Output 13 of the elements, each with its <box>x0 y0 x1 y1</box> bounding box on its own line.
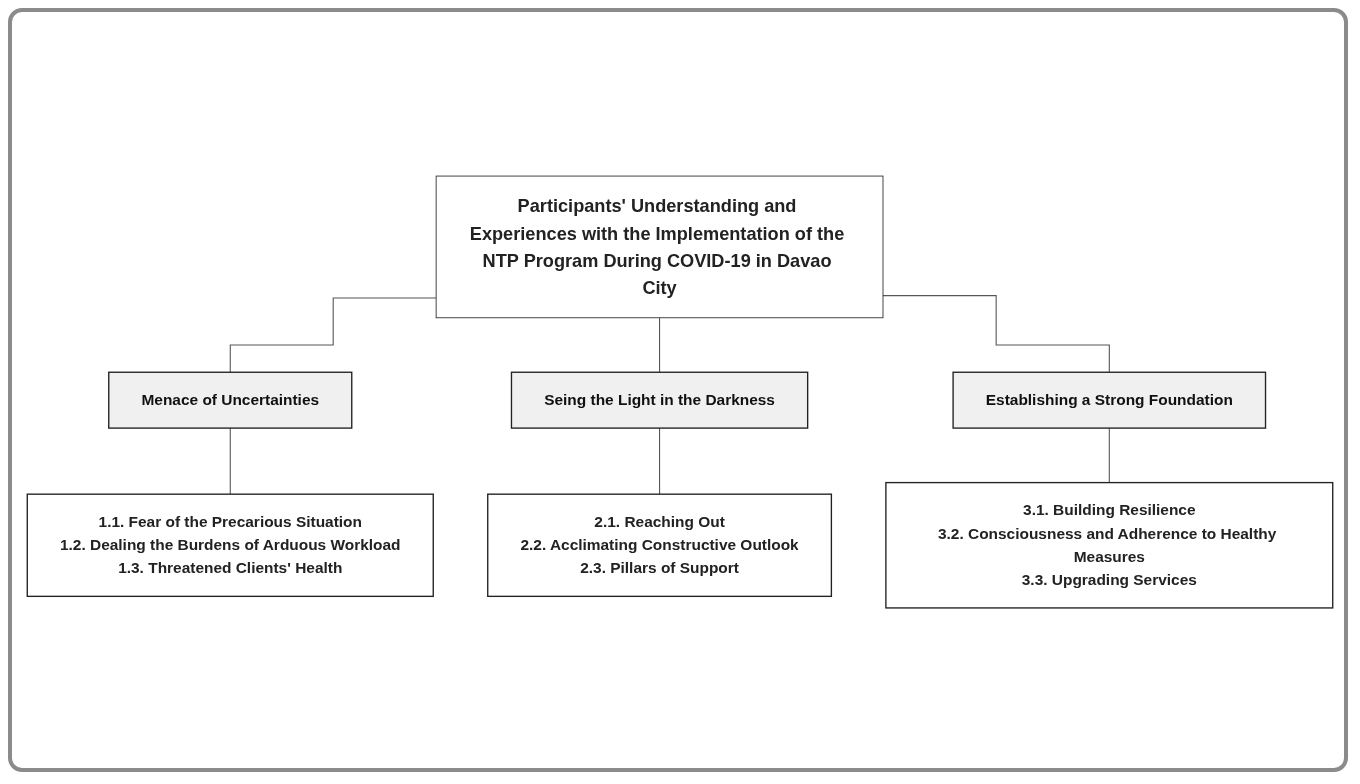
connector <box>659 317 661 373</box>
node-box: Establishing a Strong Foundation <box>952 371 1267 429</box>
connector <box>229 297 437 373</box>
node-box: Seing the Light in the Darkness <box>510 371 809 429</box>
node-box: Participants' Understanding and Experiences with the Implementation of the NTP Program During COVID-19 in Davao City <box>435 175 884 319</box>
connector <box>882 295 1110 373</box>
connector <box>659 427 661 495</box>
node-box: 3.1. Building Resilience 3.2. Consciousness and Adherence to Healthy Measures 3.3. Upgrading Services <box>885 481 1334 609</box>
node-box: 1.1. Fear of the Precarious Situation 1.2. Dealing the Burdens of Arduous Workload 1.3. Threatened Clients' Health <box>26 493 434 598</box>
connector <box>229 427 231 495</box>
node-box: 2.1. Reaching Out 2.2. Acclimating Constructive Outlook 2.3. Pillars of Support <box>487 493 833 598</box>
connector <box>1108 427 1110 484</box>
node-box: Menace of Uncertainties <box>108 371 353 429</box>
